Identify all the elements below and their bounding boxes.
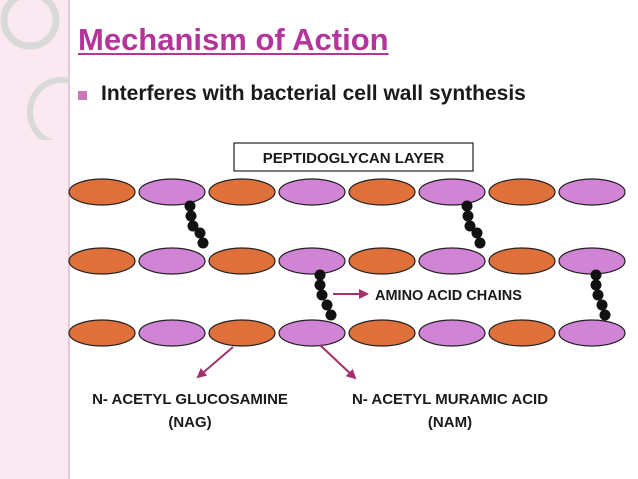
strand-3 (68, 319, 626, 347)
bullet-marker (78, 90, 87, 100)
nag-unit (348, 178, 416, 206)
nag-unit (208, 319, 276, 347)
strand-1 (68, 178, 626, 206)
nam-unit (278, 319, 346, 347)
crosslink-4 (590, 269, 611, 321)
crosslink-1 (184, 200, 209, 249)
nag-unit (348, 247, 416, 275)
nag-abbrev: (NAG) (168, 414, 211, 431)
nag-unit (68, 247, 136, 275)
side-divider (68, 0, 70, 479)
nag-unit (488, 247, 556, 275)
nag-unit (348, 319, 416, 347)
nag-arrow (196, 346, 234, 379)
layer-label-box (233, 142, 474, 172)
amino-acid-crosslinks (184, 200, 611, 321)
nam-unit (278, 247, 346, 275)
nam-unit (558, 247, 626, 275)
nam-unit (138, 319, 206, 347)
nag-unit (208, 247, 276, 275)
nam-unit (138, 247, 206, 275)
nag-unit (208, 178, 276, 206)
decorative-circles (0, 0, 70, 140)
nag-unit (488, 178, 556, 206)
crosslink-3 (314, 269, 337, 321)
nam-unit (278, 178, 346, 206)
nag-unit (488, 319, 556, 347)
bullet-item: Interferes with bacterial cell wall synt… (78, 82, 526, 106)
sugar-strands (68, 178, 626, 347)
nam-unit (558, 178, 626, 206)
nam-unit (138, 178, 206, 206)
nam-unit (418, 178, 486, 206)
nam-arrow (319, 344, 357, 380)
crosslink-2 (461, 200, 486, 249)
nam-abbrev: (NAM) (428, 414, 472, 431)
nam-label: N- ACETYL MURAMIC ACID (352, 391, 548, 408)
layer-label: PEPTIDOGLYCAN LAYER (263, 150, 445, 167)
nam-unit (418, 319, 486, 347)
bullet-text: Interferes with bacterial cell wall synt… (101, 82, 526, 105)
nam-unit (418, 247, 486, 275)
nag-unit (68, 178, 136, 206)
amino-acid-label: AMINO ACID CHAINS (375, 288, 522, 304)
nag-label: N- ACETYL GLUCOSAMINE (92, 391, 288, 408)
nam-unit (558, 319, 626, 347)
slide-title: Mechanism of Action (78, 22, 389, 57)
strand-2 (68, 247, 626, 275)
nag-unit (68, 319, 136, 347)
